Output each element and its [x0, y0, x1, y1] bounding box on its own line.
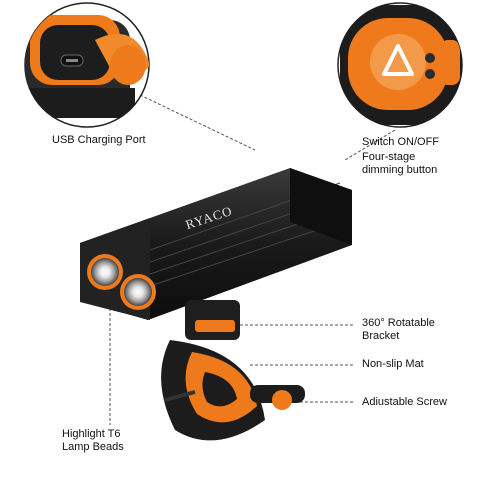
callout-switch: Switch ON/OFF — [362, 136, 440, 148]
callout-dimming-button: Four-stage dimming button — [362, 151, 438, 176]
callout-usb-charging-port: USB Charging Port — [52, 134, 146, 146]
mount-bracket — [185, 300, 240, 340]
usb-port-icon — [60, 54, 84, 67]
power-triangle-icon — [382, 44, 414, 76]
handlebar-clamp — [161, 340, 305, 441]
usb-port-inset — [24, 2, 150, 128]
callout-adjustable-screw: Adiustable Screw — [362, 396, 447, 408]
lamp-beads — [87, 254, 156, 310]
callout-lamp-beads: Highlight T6 Lamp Beads — [62, 428, 124, 453]
callout-rotatable-bracket: 360° Rotatable Bracket — [362, 317, 435, 342]
callout-non-slip-mat: Non-slip Mat — [362, 358, 424, 370]
switch-inset — [337, 2, 463, 128]
